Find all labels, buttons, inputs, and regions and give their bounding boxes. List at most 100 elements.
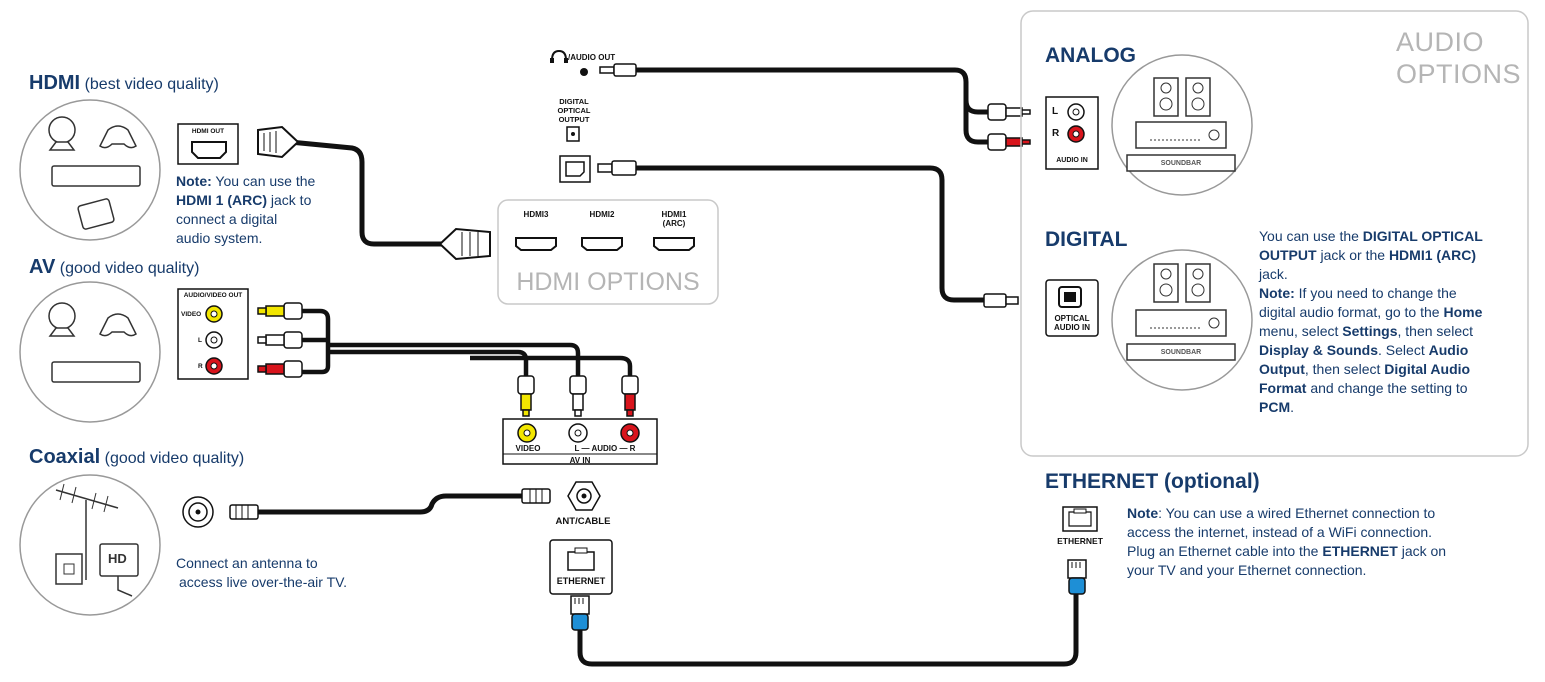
soundbar-digital-illustration: [1111, 249, 1253, 391]
hdmi-note-bold: HDMI 1 (ARC): [176, 192, 267, 208]
optical-plug-tv: [597, 160, 637, 176]
coax-port-icon: [182, 496, 214, 528]
coax-note-line1: Connect an antenna to: [176, 555, 318, 571]
av-out-r-label: R: [198, 363, 203, 370]
dn-8c: Digital Audio: [1384, 361, 1471, 377]
hdmi-plug-left: [257, 125, 300, 159]
eth-note-3b: ETHERNET: [1322, 543, 1398, 559]
optical-audio-in-label: OPTICAL AUDIO IN: [1046, 314, 1098, 332]
hdmi3-port-icon: [515, 237, 557, 251]
ethernet-plug-wall: [1067, 559, 1087, 595]
optical-in-line1: OPTICAL: [1054, 314, 1090, 323]
digital-optical-output-icon: [566, 126, 580, 142]
audio-options-line2: OPTIONS: [1396, 59, 1522, 89]
hdmi-devices-illustration: [19, 99, 161, 241]
dn-5b: Home: [1443, 304, 1483, 320]
dn-10: PCM: [1259, 399, 1291, 415]
headphone-icon: [550, 49, 568, 63]
av-out-port-icon: [177, 288, 249, 380]
coaxial-heading: Coaxial (good video quality): [29, 446, 244, 469]
dn-6b: Settings: [1342, 323, 1398, 339]
hdmi1-label-line2: (ARC): [662, 219, 686, 228]
coax-note-line2: access live over-the-air TV.: [179, 574, 348, 590]
dn-2b: jack or the: [1316, 247, 1389, 263]
dn-9b: and change the setting to: [1306, 380, 1468, 396]
av-plug-yellow-bottom: [517, 375, 535, 417]
av-plug-yellow-left: [257, 302, 303, 320]
coax-cable: [258, 493, 525, 515]
av-out-l-label: L: [198, 337, 202, 344]
hdmi-plug-right: [438, 227, 491, 261]
audio-3.5mm-plug: [599, 63, 637, 77]
ethernet-plug-tv: [570, 595, 590, 631]
av-in-label: AV IN: [569, 456, 591, 465]
dn-2c: HDMI1 (ARC): [1388, 247, 1477, 263]
hdmi-subtitle: (best video quality): [84, 76, 219, 93]
dn-6a: menu, select: [1259, 323, 1343, 339]
hdmi1-port-icon: [653, 237, 695, 251]
av-in-audio-label: L — AUDIO — R: [574, 444, 636, 453]
hdmi-note: Note: You can use the HDMI 1 (ARC) jack …: [176, 172, 336, 248]
av-out-header: AUDIO/VIDEO OUT: [183, 292, 243, 299]
ethernet-wall-label: ETHERNET: [1057, 536, 1103, 546]
dn-3: jack.: [1259, 266, 1288, 282]
analog-l-label: L: [1052, 106, 1059, 117]
dn-5a: digital audio format, go to the: [1259, 304, 1444, 320]
audio-out-jack: [580, 68, 588, 76]
audio-options-title: AUDIO OPTIONS: [1396, 26, 1521, 90]
analog-audio-in-label: AUDIO IN: [1056, 157, 1088, 164]
optical-port-tv: [559, 155, 591, 183]
av-plug-white-left: [257, 331, 303, 349]
ant-cable-label: ANT/CABLE: [555, 516, 611, 527]
ethernet-title: ETHERNET (optional): [1045, 470, 1260, 493]
analog-r-label: R: [1052, 128, 1060, 139]
hdmi2-label: HDMI2: [589, 210, 615, 219]
hdmi-options-title: HDMI OPTIONS: [516, 268, 700, 296]
hdmi-out-port-icon: [177, 123, 239, 165]
av-plug-red-bottom: [621, 375, 639, 417]
soundbar-analog-illustration: [1111, 54, 1253, 196]
analog-audio-in-port: [1045, 96, 1099, 170]
hdmi-note-text1: You can use the: [211, 173, 316, 189]
audio-out-cable: [636, 67, 990, 115]
dn-8b: , then select: [1304, 361, 1385, 377]
ant-cable-port-icon: [567, 481, 601, 511]
hdmi-note-prefix: Note:: [176, 173, 212, 189]
optical-label-line3: OUTPUT: [558, 115, 590, 124]
dn-6c: , then select: [1397, 323, 1474, 339]
coaxial-title: Coaxial: [29, 446, 101, 468]
av-title: AV: [29, 256, 56, 278]
dn-9a: Format: [1259, 380, 1307, 396]
av-devices-illustration: [19, 281, 161, 423]
optical-label-line2: OPTICAL: [557, 106, 591, 115]
hdmi2-port-icon: [581, 237, 623, 251]
coax-plug-left: [229, 504, 259, 520]
ethernet-port-tv: [549, 539, 613, 595]
av-plug-white-bottom: [569, 375, 587, 417]
digital-title: DIGITAL: [1045, 228, 1128, 251]
eth-note-3c: jack on: [1397, 543, 1447, 559]
hdmi-title: HDMI: [29, 72, 81, 94]
rca-white-plug-analog: [987, 103, 1031, 121]
dn-8a: Output: [1259, 361, 1305, 377]
ethernet-port-wall: [1062, 506, 1098, 532]
eth-note-3a: Plug an Ethernet cable into the: [1127, 543, 1323, 559]
hdmi-note-text2: jack to: [267, 192, 312, 208]
hdmi-out-label: HDMI OUT: [191, 128, 225, 135]
optical-plug-soundbar: [983, 293, 1019, 308]
hdmi3-label: HDMI3: [523, 210, 549, 219]
hdmi-cable: [289, 139, 450, 247]
eth-note-2: access the internet, instead of a WiFi c…: [1127, 524, 1433, 540]
av-out-video-label: VIDEO: [181, 311, 202, 318]
soundbar-analog-label: SOUNDBAR: [1160, 160, 1202, 167]
coax-note: Connect an antenna to access live over-t…: [176, 554, 347, 592]
hdmi-note-line3: connect a digital: [176, 211, 278, 227]
av-main-cable: [328, 342, 581, 378]
dn-7c: Audio: [1428, 342, 1469, 358]
ethernet-cable: [577, 592, 1079, 667]
dn-4a: Note:: [1259, 285, 1295, 301]
hdmi-heading: HDMI (best video quality): [29, 72, 219, 95]
eth-note-4: your TV and your Ethernet connection.: [1127, 562, 1367, 578]
hdmi1-label-line1: HDMI1: [661, 210, 687, 219]
